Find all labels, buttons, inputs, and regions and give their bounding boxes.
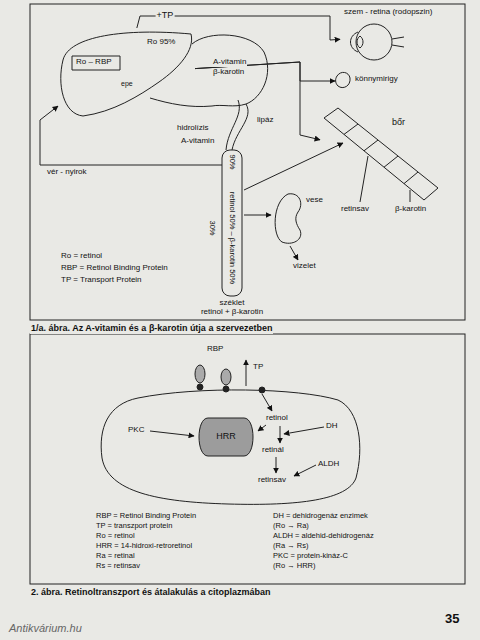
node-outline xyxy=(320,106,440,202)
node-text: Ro 95% xyxy=(147,38,175,47)
figure-frame xyxy=(30,334,465,584)
blood-lymph-arrow xyxy=(40,106,222,165)
legend-text: Ra = retinal xyxy=(95,552,136,560)
node-text: DH xyxy=(326,422,338,431)
rbp-molecule xyxy=(221,369,231,385)
annotation-label: vér - nyirok xyxy=(46,168,88,177)
lacrimal-gland: könnymirigy xyxy=(335,70,432,92)
cell-body: PKC retinolDH retinálALDH retinsav HRR xyxy=(98,388,362,506)
aldh-arrow xyxy=(294,465,316,476)
conversion-arrow xyxy=(276,457,277,473)
small-intestine xyxy=(226,100,248,150)
annotation-label: TP xyxy=(252,363,264,372)
flow-arrow xyxy=(195,62,320,140)
kidney-organ: vese xyxy=(272,192,334,246)
annotation-label: széklet xyxy=(219,299,246,308)
watermark: Antikvárium.hu xyxy=(8,622,83,634)
edge-label: +TP xyxy=(156,11,175,21)
annotation-label: RBP xyxy=(206,345,224,354)
release-arrow xyxy=(246,360,247,386)
legend-text: RBP = Retinol Binding Protein xyxy=(95,512,197,520)
legend-text: TP = Transport Protein xyxy=(60,276,143,285)
node-text: HRR xyxy=(216,432,236,442)
legend-text: Rs = retinsav xyxy=(95,562,141,570)
node-outline xyxy=(199,418,253,456)
annotation-label: lipáz xyxy=(256,116,274,125)
node-text: retinsav xyxy=(258,476,286,485)
node-outline xyxy=(272,192,334,246)
legend-text: Ro = retinol xyxy=(95,532,136,540)
node-text: retinol xyxy=(266,414,288,423)
legend-text: HRR = 14-hidroxi-retroretinol xyxy=(95,542,193,550)
skin-leader xyxy=(360,156,410,202)
annotation-label: retinsav xyxy=(340,205,370,214)
skin-arrow xyxy=(244,143,343,190)
node-text: PKC xyxy=(128,426,144,435)
skin-band: bőr xyxy=(320,106,440,202)
node-text: retinál xyxy=(262,446,284,455)
annotation-label: A-vitamin xyxy=(180,137,215,146)
uptake-arrow xyxy=(262,394,272,411)
annotation-label: retinol + β-karotin xyxy=(200,308,264,317)
annotation-label: β-karotin xyxy=(394,205,427,214)
rbp-molecule xyxy=(195,365,205,383)
legend-text: Ro = retinol xyxy=(60,252,103,261)
node-outline xyxy=(61,32,192,116)
annotation-label: hidrolízis xyxy=(176,124,210,133)
binding-box: Ro – RBP xyxy=(72,56,120,70)
dh-arrow xyxy=(284,427,324,434)
node-outline xyxy=(101,390,360,504)
node-text: szem - retina (rodopszin) xyxy=(344,8,432,17)
figure-frame xyxy=(30,4,465,320)
legend-text: ALDH = aldehid-dehidrogenáz xyxy=(272,532,375,540)
receptor xyxy=(223,386,229,392)
stomach xyxy=(192,35,268,106)
node-outline xyxy=(275,194,301,243)
node-text: bőr xyxy=(392,118,405,128)
page-number: 35 xyxy=(444,612,460,626)
node-text: könnymirigy xyxy=(355,75,398,84)
legend-text: (Ro → Ra) xyxy=(272,522,310,530)
liver-organ: Ro 95% Ro – RBP xyxy=(55,28,195,118)
kidney-arrow xyxy=(244,215,271,216)
node-outline xyxy=(336,72,350,87)
hrr-arrow xyxy=(258,425,266,431)
figure-caption: 1/a. ábra. Az A-vitamin és a β-karotin ú… xyxy=(30,324,273,334)
legend-text: RBP = Retinol Binding Protein xyxy=(60,264,169,273)
node-outline xyxy=(351,24,405,60)
conversion-arrow xyxy=(280,426,281,443)
node-outline xyxy=(324,108,438,200)
legend-text: (Ro → HRR) xyxy=(272,562,317,570)
cell-nucleus: HRR xyxy=(196,418,256,456)
figure-caption: 2. ábra. Retinoltranszport és átalakulás… xyxy=(30,588,272,598)
annotation-label: β-karotin xyxy=(212,68,245,77)
legend-text: PKC = protein-kináz-C xyxy=(272,552,349,560)
intestine-tube xyxy=(222,150,242,296)
annotation-label: epe xyxy=(120,80,134,88)
legend-text: DH = dehidrogenáz enzimek xyxy=(272,512,369,520)
receptor xyxy=(197,384,203,390)
legend-text: (Ra → Rs) xyxy=(272,542,309,550)
legend-text: TP = transzport protein xyxy=(95,522,173,530)
node-text: vese xyxy=(306,196,323,205)
node-text: Ro – RBP xyxy=(76,58,112,67)
annotation-label: retinol 50% – β-karotin 50% xyxy=(228,191,236,285)
pkc-arrow xyxy=(150,431,194,436)
annotation-label: 30% xyxy=(208,219,216,236)
node-outline xyxy=(72,56,120,70)
eye-organ: szem - retina (rodopszin) xyxy=(340,6,460,64)
annotation-label: 90% xyxy=(228,153,236,170)
annotation-label: A-vitamin xyxy=(212,58,247,67)
bile-duct xyxy=(150,98,212,107)
node-text: ALDH xyxy=(318,460,339,469)
urine-arrow xyxy=(290,246,298,260)
annotation-label: vizelet xyxy=(292,262,317,271)
